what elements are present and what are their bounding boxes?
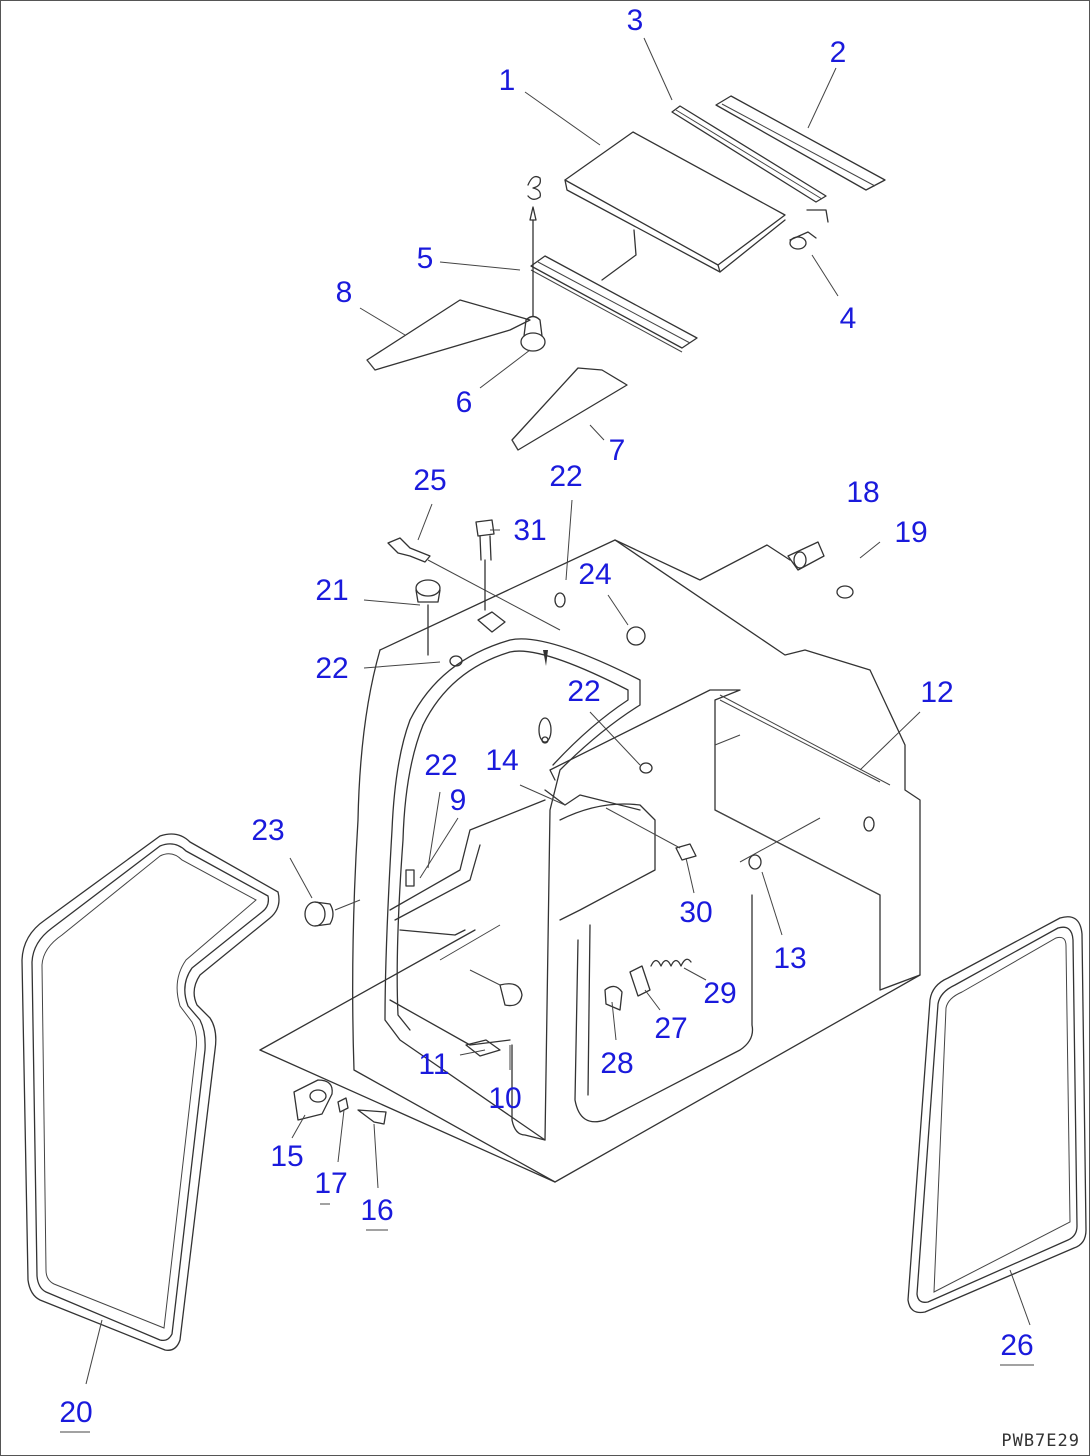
part-28-striker — [604, 985, 623, 1011]
callout-17: 17 — [314, 1167, 347, 1200]
callout-22-top: 22 — [549, 460, 582, 493]
part-24-plug — [626, 626, 646, 646]
part-21-screw — [415, 579, 441, 656]
part-2-strip — [715, 95, 886, 191]
reference-code: PWB7E29 — [1001, 1431, 1080, 1451]
callout-2: 2 — [830, 36, 847, 69]
callout-16: 16 — [360, 1194, 393, 1227]
callout-6: 6 — [456, 386, 473, 419]
callout-14: 14 — [485, 744, 518, 777]
part-29-spring — [650, 958, 692, 967]
callout-22-lower: 22 — [424, 749, 457, 782]
callout-1: 1 — [499, 64, 516, 97]
callout-27: 27 — [654, 1012, 687, 1045]
callout-3: 3 — [627, 4, 644, 37]
part-31-bolt — [475, 519, 548, 666]
callout-26: 26 — [1000, 1329, 1033, 1362]
part-8-pad — [366, 299, 531, 371]
leader-lines — [60, 37, 1034, 1433]
callout-23: 23 — [251, 814, 284, 847]
callout-29: 29 — [703, 977, 736, 1010]
part-5-strip — [530, 229, 698, 353]
callout-25: 25 — [413, 464, 446, 497]
callout-7: 7 — [609, 434, 626, 467]
part-7-pad — [511, 367, 628, 451]
callout-10: 10 — [488, 1082, 521, 1115]
part-27-latch — [629, 965, 651, 997]
callout-30: 30 — [679, 896, 712, 929]
callout-21: 21 — [315, 574, 348, 607]
part-20-seal — [21, 833, 280, 1351]
callout-19: 19 — [894, 516, 927, 549]
part-3-strip — [671, 105, 827, 203]
callouts: 1 2 3 4 5 6 7 8 9 10 11 12 13 14 15 16 1… — [59, 4, 1033, 1429]
callout-20: 20 — [59, 1396, 92, 1429]
part-16-lever — [357, 1109, 387, 1125]
callout-31: 31 — [513, 514, 546, 547]
callout-8: 8 — [336, 276, 353, 309]
callout-12: 12 — [920, 676, 953, 709]
part-mount-bolt — [469, 969, 523, 1007]
part-25-bolt — [387, 537, 561, 631]
callout-4: 4 — [840, 302, 857, 335]
part-15-handle — [293, 1079, 333, 1121]
part-23-plug — [304, 899, 361, 927]
part-1-top-panel — [564, 131, 786, 273]
callout-28: 28 — [600, 1047, 633, 1080]
part-22-clips — [405, 592, 653, 887]
part-26-seal — [907, 916, 1087, 1314]
callout-22-left: 22 — [315, 652, 348, 685]
part-6-cap — [520, 175, 546, 352]
callout-9: 9 — [450, 784, 467, 817]
cab-body — [259, 539, 921, 1183]
part-17-pin — [337, 1097, 349, 1113]
callout-22-middle: 22 — [567, 675, 600, 708]
callout-15: 15 — [270, 1140, 303, 1173]
part-4-clip — [789, 209, 829, 250]
part-18-bracket — [787, 541, 854, 599]
part-30-clip — [675, 843, 762, 870]
callout-5: 5 — [417, 242, 434, 275]
callout-18: 18 — [846, 476, 879, 509]
callout-24: 24 — [578, 558, 611, 591]
callout-13: 13 — [773, 942, 806, 975]
callout-11: 11 — [418, 1048, 449, 1081]
